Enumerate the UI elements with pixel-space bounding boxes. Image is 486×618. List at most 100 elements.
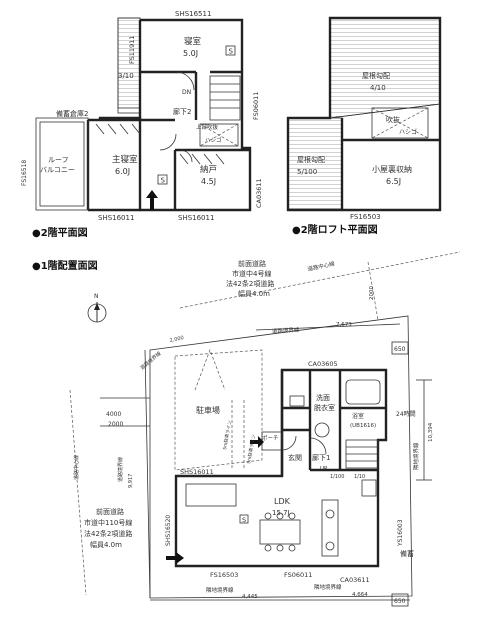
room-name: 小屋裏収納 [372, 164, 412, 174]
dimension-label: 4,664 [352, 592, 368, 598]
road-center-label: 道路中心線 [307, 259, 336, 273]
smoke-detector-icon [225, 45, 236, 56]
road-label: 市道中4号線 [232, 269, 271, 278]
road-label: 市道中110号線 [84, 518, 132, 527]
dimension-label: 4000 [106, 411, 121, 418]
parking-line-label: 5m駐車ライン [245, 433, 257, 464]
dimension-label: 9,917 [128, 474, 134, 488]
washbasin-icon [314, 422, 330, 438]
north-label: N [94, 293, 99, 300]
room-size: 15.7J [272, 509, 290, 517]
road-label: 前面道路 [238, 259, 266, 268]
window-label: FS16503 [350, 213, 381, 221]
road-center-line [69, 389, 87, 596]
smoke-detector-icon [157, 174, 168, 185]
road-label: 幅員4.0m [90, 540, 122, 549]
ladder-label: ハシゴ [399, 128, 417, 136]
window-label: CA03611 [255, 178, 263, 208]
smoke-detector-icon [239, 514, 249, 524]
room-name: 玄関 [288, 453, 302, 462]
window-label: CA03611 [340, 576, 370, 584]
upper-void [199, 123, 239, 147]
void-label: 上部吹抜 [196, 123, 219, 131]
room-size: 5.0J [183, 49, 198, 58]
window-label: SHS16520 [165, 515, 172, 546]
room-name: 納戸 [200, 164, 217, 175]
boundary-label: 道路境界線 [272, 326, 300, 335]
svg-text:S: S [161, 177, 166, 185]
window-label: FS11911 [128, 36, 136, 64]
slope-label: 1/100 [330, 474, 344, 480]
void-label: 吹抜 [386, 115, 400, 124]
boundary-label: 隣地境界線 [314, 583, 342, 591]
dimension-label: 650 [394, 598, 406, 605]
dimension-label: 10,394 [428, 422, 434, 442]
entry-arrow-icon [250, 436, 264, 448]
room-name: 洗面 [316, 393, 330, 402]
room-name: 主寝室 [112, 154, 138, 165]
ladder-label: ハシゴ [205, 136, 222, 144]
window-label: FS16518 [21, 160, 28, 186]
parking-line-label: 5m駐車ライン [221, 419, 233, 450]
boundary-label: 隣地境界線 [412, 442, 420, 470]
room-name: ルーフ [48, 156, 69, 164]
stair-ratio: 1/10 [354, 474, 365, 480]
room-name: ポーチ [262, 435, 279, 442]
dimension-box [391, 341, 409, 355]
stair-direction: DN [182, 89, 191, 96]
road-label: 法42条2項道路 [226, 279, 274, 288]
loft-plan: 屋根勾配 4/10 吹抜 ハシゴ 屋根勾配 5/100 小屋裏収納 6.5J F… [286, 16, 442, 221]
second-floor-stair [209, 75, 241, 121]
window-label: SHS16011 [180, 468, 214, 476]
room-size: (UB1616) [350, 423, 376, 429]
room-name: バルコニー [40, 166, 75, 174]
north-arrow-icon [87, 302, 107, 323]
road-center-line [179, 251, 461, 309]
dimension-label: 2,000 [169, 335, 184, 344]
hall-label: 廊下1 [312, 453, 330, 462]
second-floor-outline [98, 18, 252, 212]
window-label: YS16003 [397, 519, 404, 547]
svg-text:S: S [229, 48, 234, 56]
roof-slope-area [329, 17, 441, 119]
window-label: FS06011 [252, 92, 260, 120]
room-name: 駐車場 [196, 405, 220, 415]
window-label: SHS16011 [98, 214, 134, 222]
entry-arrow-icon [146, 190, 158, 210]
road-label: 幅員4.0m [238, 289, 270, 298]
fridge-icon [361, 479, 377, 497]
loft-void [371, 107, 429, 139]
storage-label: 備蓄倉庫2 [56, 109, 88, 118]
stair-direction: UP [320, 466, 328, 472]
first-floor-stair [345, 439, 379, 469]
room-name: LDK [274, 497, 291, 506]
second-floor-plan: S S SHS16511 FS11911 3/10 寝室 5.0J DN FS0… [21, 10, 263, 222]
road-label: 前面道路 [96, 507, 124, 516]
window-label: FS06011 [284, 571, 312, 579]
dimension-label: 4,445 [242, 594, 258, 600]
window-label: FS16503 [210, 571, 238, 579]
sofa-icon [185, 483, 237, 507]
dining-table-icon [259, 519, 301, 545]
stair-ratio: 3/10 [118, 72, 134, 80]
room-size: 6.0J [115, 167, 130, 176]
roof-slope-label: 屋根勾配 [297, 155, 325, 164]
toilet-icon [289, 395, 305, 407]
caption-floor1: ●1階配置面図 [32, 259, 98, 272]
room-size: 4.5J [201, 177, 216, 186]
entry-arrow-icon [166, 552, 184, 564]
hall-label: 廊下2 [173, 107, 191, 116]
road-center-label: 道路中心線 [73, 455, 80, 480]
window-label: SHS16011 [178, 214, 214, 222]
kitchen-counter-icon [321, 499, 339, 557]
room-size: 6.5J [386, 177, 401, 186]
svg-text:S: S [242, 516, 246, 524]
road-label: 法42条2項道路 [84, 529, 132, 538]
window-label: CA03605 [308, 360, 338, 368]
caption-floor2: ●2階平面図 [32, 226, 88, 239]
room-name: 脱衣室 [314, 403, 335, 412]
room-name: 寝室 [184, 36, 202, 47]
roof-slope-label: 屋根勾配 [362, 71, 390, 80]
storage-label: 備蓄 [400, 549, 414, 558]
roof-balcony [35, 117, 89, 211]
